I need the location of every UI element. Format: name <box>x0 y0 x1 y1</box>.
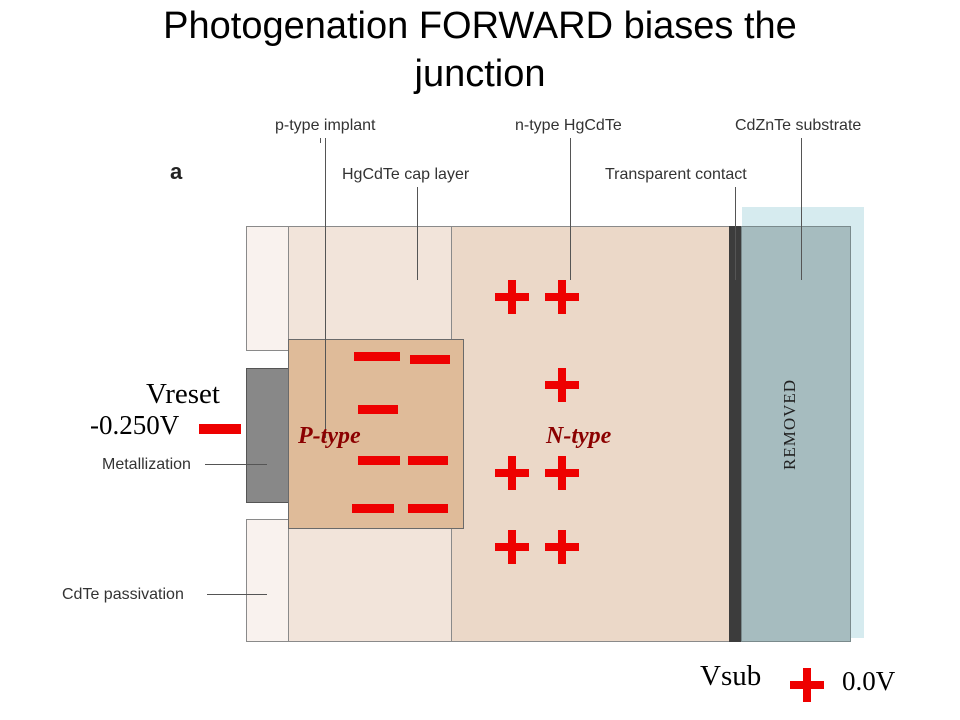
leader-p-type-implant <box>320 138 321 143</box>
panel-letter: a <box>170 159 183 184</box>
negative-charge <box>354 352 400 361</box>
n-type-region <box>451 226 730 642</box>
vsub-polarity-plus <box>790 668 824 702</box>
metallization-contact <box>246 368 289 503</box>
vsub-value: 0.0V <box>842 666 896 696</box>
leader-cdznte <box>801 138 802 280</box>
n-type-region-label: N-type <box>546 423 612 449</box>
cdznte-substrate <box>741 226 851 642</box>
label-transparent-contact: Transparent contact <box>605 166 747 183</box>
p-type-region-label: P-type <box>298 423 361 449</box>
leader-n-type <box>570 138 571 280</box>
vreset-value: -0.250V <box>90 410 180 440</box>
label-cdznte-substrate: CdZnTe substrate <box>735 117 862 134</box>
label-cdte-passivation: CdTe passivation <box>62 586 184 603</box>
leader-passivation <box>207 594 267 595</box>
p-type-implant-region <box>288 339 464 529</box>
label-metallization: Metallization <box>102 456 191 473</box>
positive-charge <box>545 368 579 402</box>
vreset-label: Vreset <box>146 378 220 410</box>
vreset-polarity-minus <box>199 424 241 434</box>
label-n-type-hgcdte: n-type HgCdTe <box>515 117 622 134</box>
positive-charge <box>545 456 579 490</box>
cdte-passivation-top <box>246 226 289 351</box>
negative-charge <box>358 405 398 414</box>
negative-charge <box>410 355 450 364</box>
vsub-label: Vsub <box>700 660 762 692</box>
leader-metallization <box>205 464 267 465</box>
transparent-contact-layer <box>729 226 741 642</box>
leader-p-type-implant-v <box>325 138 326 438</box>
slide-title-line-1: Photogenation FORWARD biases the <box>163 5 797 47</box>
negative-charge <box>408 456 448 465</box>
slide-title: Photogenation FORWARD biases the junctio… <box>0 2 960 98</box>
positive-charge <box>495 456 529 490</box>
positive-charge <box>545 280 579 314</box>
leader-cap-layer <box>417 187 418 280</box>
cdte-passivation-bottom <box>246 519 289 642</box>
slide-title-line-2: junction <box>414 53 546 95</box>
label-p-type-implant: p-type implant <box>275 117 376 134</box>
negative-charge <box>352 504 394 513</box>
negative-charge <box>408 504 448 513</box>
positive-charge <box>495 280 529 314</box>
positive-charge <box>545 530 579 564</box>
negative-charge <box>358 456 400 465</box>
removed-label: REMOVED <box>780 378 799 470</box>
positive-charge <box>495 530 529 564</box>
label-hgcdte-cap-layer: HgCdTe cap layer <box>342 166 470 183</box>
leader-transparent-contact <box>735 187 736 280</box>
